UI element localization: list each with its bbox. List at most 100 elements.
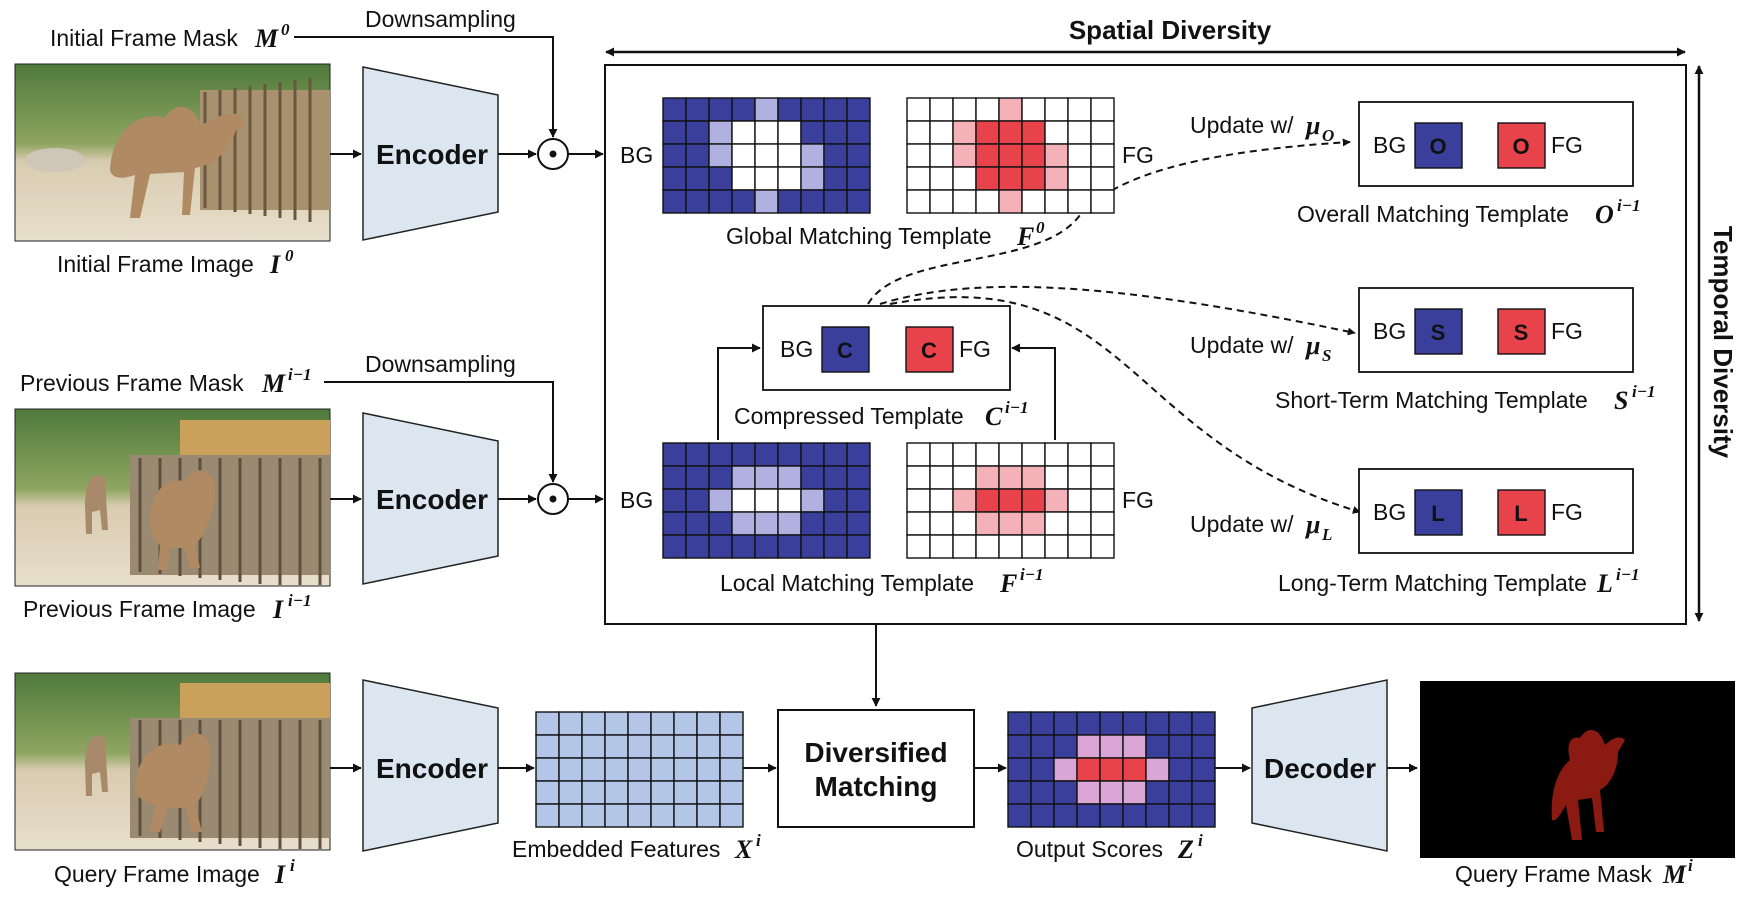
grid-cell	[1122, 757, 1147, 782]
grid-cell	[929, 534, 954, 559]
encoder-query-label: Encoder	[376, 753, 488, 784]
grid-cell	[650, 803, 675, 828]
grid-cell	[952, 189, 977, 214]
grid-cell	[685, 511, 710, 536]
grid-cell	[1076, 711, 1101, 736]
grid-cell	[1067, 97, 1092, 122]
grid-cell	[1067, 143, 1092, 168]
grid-cell	[929, 97, 954, 122]
grid-cell	[1007, 757, 1032, 782]
query-frame-mask	[1420, 681, 1735, 858]
grid-cell	[604, 803, 629, 828]
grid-cell	[1145, 780, 1170, 805]
grid-cell	[975, 442, 1000, 467]
grid-cell	[823, 143, 848, 168]
grid-cell	[650, 711, 675, 736]
grid-cell	[1076, 757, 1101, 782]
grid-cell	[777, 511, 802, 536]
long-term-template-superscript: i−1	[1616, 565, 1640, 584]
short-term-update-label: Update w/	[1190, 332, 1294, 358]
grid-cell	[685, 488, 710, 513]
grid-cell	[975, 166, 1000, 191]
grid-cell	[998, 465, 1023, 490]
query-image-label: Query Frame Image	[54, 861, 260, 887]
global-template-fg-grid	[906, 97, 1115, 214]
grid-cell	[708, 143, 733, 168]
grid-cell	[823, 97, 848, 122]
long-term-template-label: Long-Term Matching Template	[1278, 570, 1587, 596]
overall-update-symbol: μ	[1304, 111, 1320, 140]
grid-cell	[1090, 442, 1115, 467]
grid-cell	[1076, 734, 1101, 759]
short-term-fg-chip: S	[1514, 320, 1529, 345]
overall-template-symbol: O	[1595, 200, 1614, 229]
grid-cell	[731, 166, 756, 191]
grid-cell	[558, 711, 583, 736]
encoder-previous-label: Encoder	[376, 484, 488, 515]
grid-cell	[754, 166, 779, 191]
overall-fg-chip: O	[1512, 134, 1529, 159]
grid-cell	[662, 534, 687, 559]
grid-cell	[846, 143, 871, 168]
previous-image-superscript: i−1	[288, 591, 312, 610]
query-image-symbol: I	[274, 860, 286, 889]
query-mask-label: Query Frame Mask	[1455, 861, 1652, 887]
grid-cell	[1168, 803, 1193, 828]
grid-cell	[800, 488, 825, 513]
grid-cell	[719, 780, 744, 805]
grid-cell	[708, 442, 733, 467]
grid-cell	[558, 803, 583, 828]
grid-cell	[627, 711, 652, 736]
grid-cell	[1044, 511, 1069, 536]
grid-cell	[952, 97, 977, 122]
grid-cell	[1145, 734, 1170, 759]
grid-cell	[823, 120, 848, 145]
grid-cell	[1044, 442, 1069, 467]
grid-cell	[604, 757, 629, 782]
grid-cell	[800, 189, 825, 214]
grid-cell	[673, 780, 698, 805]
grid-cell	[929, 442, 954, 467]
grid-cell	[708, 534, 733, 559]
grid-cell	[558, 734, 583, 759]
grid-cell	[558, 757, 583, 782]
grid-cell	[1191, 734, 1216, 759]
grid-cell	[846, 465, 871, 490]
grid-cell	[1099, 803, 1124, 828]
overall-update-subscript: O	[1322, 126, 1334, 145]
grid-cell	[800, 166, 825, 191]
grid-cell	[673, 711, 698, 736]
local-template-symbol: F	[999, 569, 1017, 598]
grid-cell	[1021, 120, 1046, 145]
grid-cell	[998, 97, 1023, 122]
grid-cell	[696, 711, 721, 736]
grid-cell	[1191, 757, 1216, 782]
embedded-features-label: Embedded Features	[512, 836, 720, 862]
grid-cell	[662, 511, 687, 536]
grid-cell	[1122, 803, 1147, 828]
grid-cell	[535, 734, 560, 759]
grid-cell	[1168, 734, 1193, 759]
grid-cell	[535, 803, 560, 828]
grid-cell	[975, 120, 1000, 145]
global-bg-label: BG	[620, 142, 653, 168]
overall-template-label: Overall Matching Template	[1297, 201, 1569, 227]
grid-cell	[777, 166, 802, 191]
grid-cell	[650, 734, 675, 759]
grid-cell	[998, 488, 1023, 513]
global-template-label: Global Matching Template	[726, 223, 992, 249]
grid-cell	[952, 442, 977, 467]
grid-cell	[906, 534, 931, 559]
grid-cell	[673, 734, 698, 759]
grid-cell	[685, 120, 710, 145]
decoder-label: Decoder	[1264, 753, 1376, 784]
previous-frame-photo	[14, 408, 331, 587]
grid-cell	[929, 120, 954, 145]
grid-cell	[719, 803, 744, 828]
grid-cell	[777, 488, 802, 513]
overall-update-label: Update w/	[1190, 112, 1294, 138]
grid-cell	[1090, 534, 1115, 559]
overall-template: BG O O FG	[1358, 101, 1634, 187]
grid-cell	[1053, 780, 1078, 805]
local-template-bg-grid	[662, 442, 871, 559]
